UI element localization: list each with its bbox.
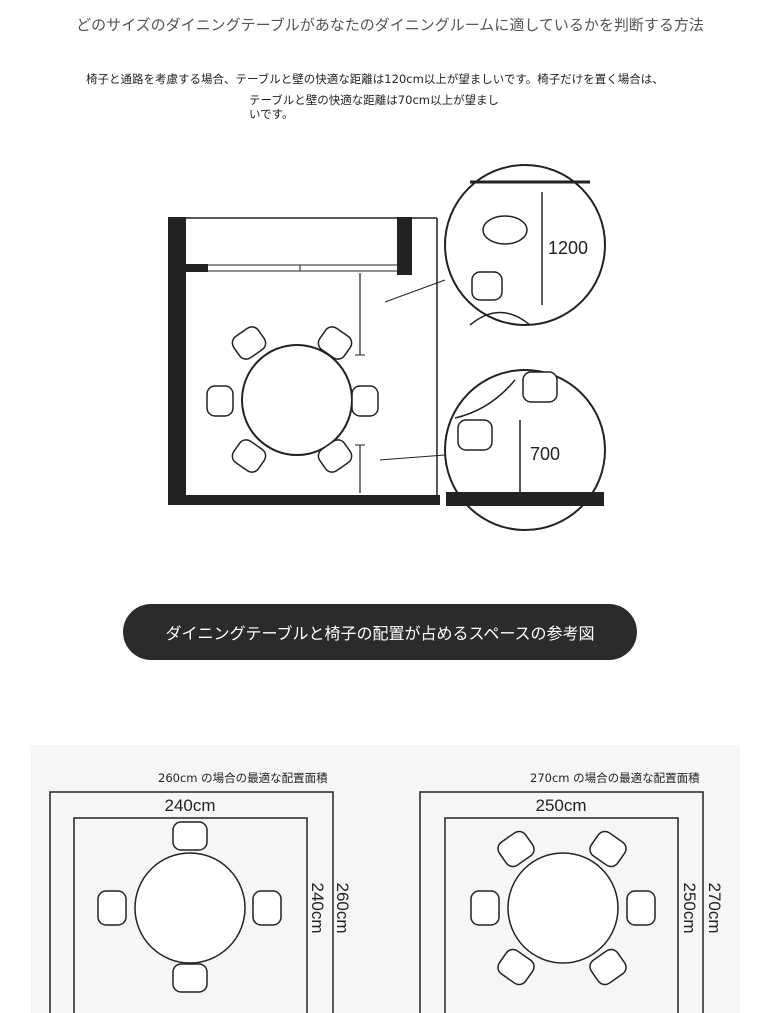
section-banner: ダイニングテーブルと椅子の配置が占めるスペースの参考図	[123, 604, 637, 660]
outer-width-label: 250cm	[535, 796, 586, 815]
description-line-1: 椅子と通路を考慮する場合、テーブルと壁の快適な距離は120cm以上が望ましいです…	[86, 72, 664, 86]
chair-only-callout	[444, 369, 606, 531]
chair-only-label: 700	[530, 444, 560, 464]
person-icon	[482, 215, 528, 245]
left-wall	[168, 217, 186, 505]
description-line-2: テーブルと壁の快適な距離は70cm以上が望ましいです。	[249, 93, 499, 121]
walkway-label: 1200	[548, 238, 588, 258]
layout-diagrams: 240cm 240cm 260cm 250cm 250cm 270cm	[49, 791, 724, 1013]
room-clearance-diagram: 1200 700	[168, 164, 606, 531]
layout-caption-270: 270cm の場合の最適な配置面積	[530, 771, 700, 785]
round-table	[241, 344, 353, 456]
layout-260: 240cm 240cm 260cm	[49, 791, 352, 1013]
inner-height-label: 240cm	[308, 882, 327, 933]
page-title: どのサイズのダイニングテーブルがあなたのダイニングルームに適しているかを判断する…	[76, 16, 704, 34]
chair-icon	[471, 271, 503, 301]
outer-width-label: 240cm	[164, 796, 215, 815]
layout-270: 250cm 250cm 270cm	[419, 791, 724, 1013]
outer-height-label: 260cm	[333, 882, 352, 933]
chairs	[206, 326, 379, 473]
bottom-wall	[168, 495, 440, 505]
layout-caption-260: 260cm の場合の最適な配置面積	[158, 771, 328, 785]
outer-height-label: 270cm	[705, 882, 724, 933]
inner-height-label: 250cm	[680, 882, 699, 933]
